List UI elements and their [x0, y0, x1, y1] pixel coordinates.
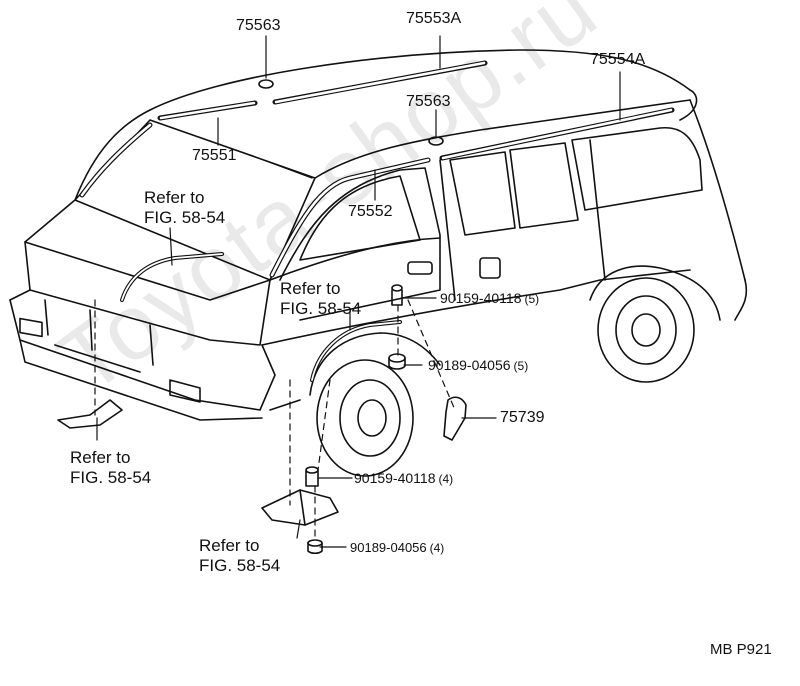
label-75551: 75551: [192, 147, 237, 164]
mud-guard-75739: [443, 396, 467, 441]
front-door: [279, 167, 441, 321]
ref-bumper-bracket: Refer to FIG. 58-54: [70, 448, 151, 488]
cap-75563-top: [258, 79, 274, 89]
ref-bottom-line2: FIG. 58-54: [199, 556, 281, 575]
molding-75551-pillar: [79, 122, 153, 198]
clip-icon-lower: [305, 466, 319, 487]
label-75553A: 75553A: [406, 10, 462, 27]
clip-upper-qty: (5): [524, 292, 540, 306]
ref-wheel-line2: FIG. 58-54: [280, 299, 362, 318]
label-nut-upper: 90189-04056(5): [428, 357, 528, 374]
nut-lower-qty: (4): [429, 541, 445, 555]
ref-bumper-line1: Refer to: [70, 448, 131, 467]
ref-front-line1: Refer to: [144, 188, 205, 207]
rocker: [261, 269, 691, 346]
front-bumper: [9, 299, 276, 411]
label-nut-lower: 90189-04056(4): [350, 540, 444, 556]
label-75552: 75552: [348, 203, 393, 220]
ref-front-line2: FIG. 58-54: [144, 208, 226, 227]
label-75554A: 75554A: [590, 51, 646, 68]
ref-bottom-line1: Refer to: [199, 536, 260, 555]
ref-wheel-molding: Refer to FIG. 58-54: [280, 279, 361, 319]
label-clip-lower: 90159-40118(4): [354, 470, 453, 487]
ref-bumper-line2: FIG. 58-54: [70, 468, 152, 487]
label-75563-mid: 75563: [406, 93, 451, 110]
nut-icon-upper: [388, 353, 406, 370]
rear-tire: [597, 277, 695, 383]
clip-lower-qty: (4): [438, 472, 454, 486]
bumper-bracket: [57, 399, 123, 429]
slide-window-1: [449, 151, 516, 236]
ref-front-molding: Refer to FIG. 58-54: [144, 188, 225, 228]
roof-outline: [149, 49, 698, 121]
cap-75563-mid: [428, 136, 444, 146]
ref-wheel-line1: Refer to: [280, 279, 341, 298]
clip-upper-number: 90159-40118: [440, 290, 522, 306]
diagram-code: MB P921: [710, 641, 772, 658]
nut-lower-number: 90189-04056: [350, 540, 427, 555]
fuel-door: [479, 257, 501, 279]
roof-front-edge: [74, 109, 151, 201]
body-side-top: [314, 99, 691, 179]
front-tire: [316, 359, 414, 477]
front-window: [299, 175, 421, 261]
nut-upper-number: 90189-04056: [428, 357, 511, 373]
rear-wheel-arch: [589, 265, 721, 321]
front-face: [24, 199, 271, 346]
clip-icon-upper: [391, 284, 403, 306]
label-clip-upper: 90159-40118(5): [440, 290, 539, 307]
front-wheel-arch: [309, 332, 441, 396]
label-75739: 75739: [500, 409, 545, 426]
slide-window-2: [509, 142, 579, 229]
nut-upper-qty: (5): [513, 359, 529, 373]
clip-lower-number: 90159-40118: [354, 470, 436, 486]
door-handle: [407, 261, 433, 275]
nut-icon-lower: [307, 539, 323, 555]
headlight-left: [19, 317, 43, 338]
label-75563-top: 75563: [236, 17, 281, 34]
ref-splash-shield: Refer to FIG. 58-54: [199, 536, 280, 576]
rear-quarter-window: [571, 126, 703, 211]
